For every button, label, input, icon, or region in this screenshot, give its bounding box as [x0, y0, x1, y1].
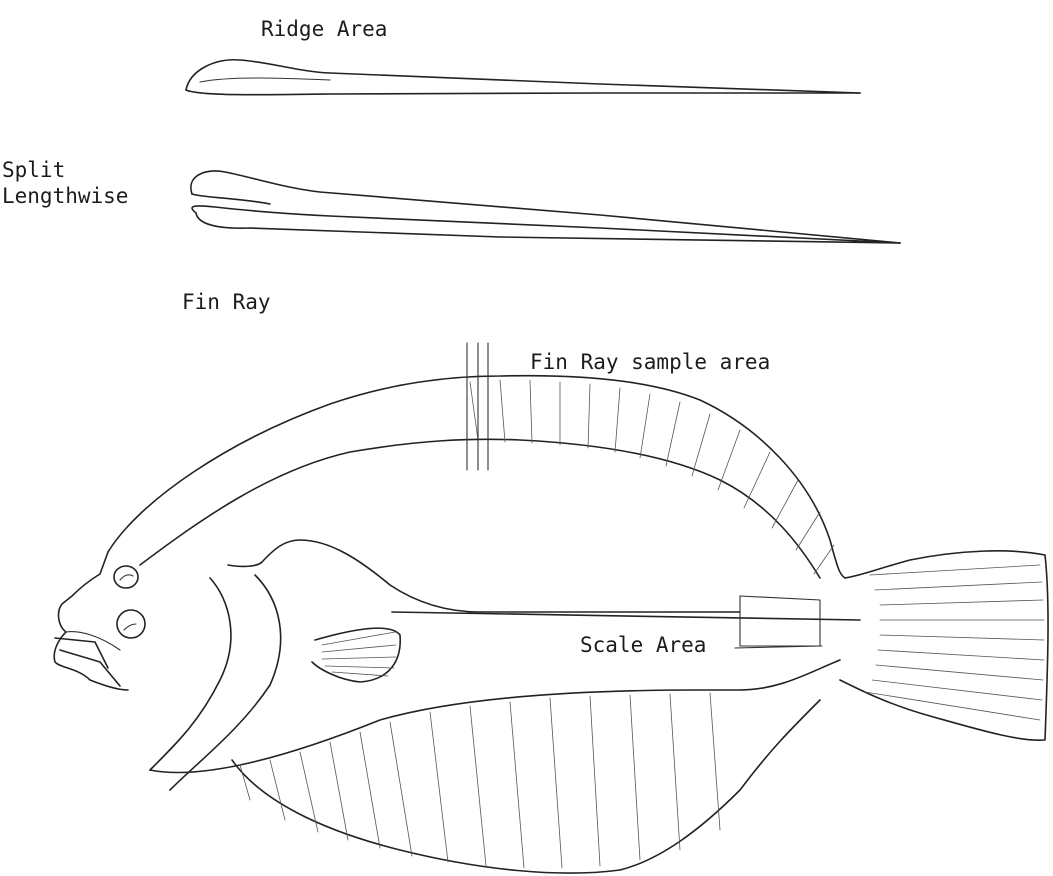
- flounder-body: [54, 343, 1048, 873]
- label-scale-area: Scale Area: [580, 633, 706, 657]
- label-fin-ray-sample-area: Fin Ray sample area: [530, 350, 770, 374]
- label-split-line2: Lengthwise: [2, 184, 128, 208]
- ridge-area-ray-sketch: [186, 60, 860, 95]
- label-fin-ray: Fin Ray: [182, 290, 271, 314]
- split-lengthwise-ray-sketch: [191, 171, 900, 243]
- label-ridge-area: Ridge Area: [261, 17, 387, 41]
- label-split-line1: Split: [2, 158, 65, 182]
